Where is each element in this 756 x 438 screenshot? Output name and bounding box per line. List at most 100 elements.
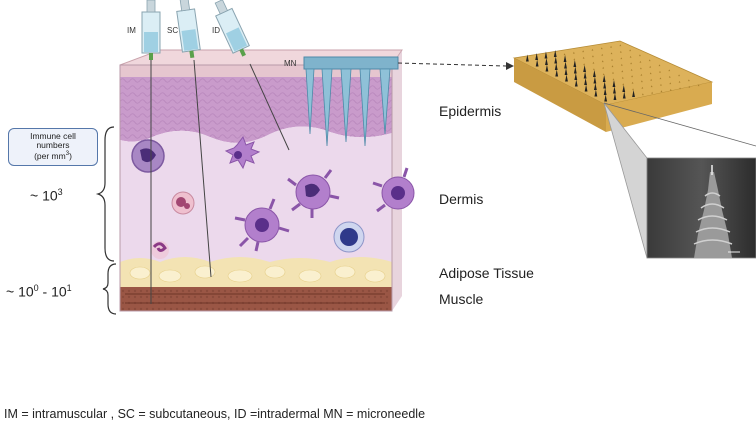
patch-needle [640,73,643,76]
patch-needle [612,78,615,81]
count-dermis: ~ 103 [30,187,63,204]
patch-needle [582,50,585,53]
patch-needle [565,74,568,82]
patch-needle [555,69,559,77]
immune-box-line3: (per mm3) [34,150,72,161]
patch-needle [651,91,654,94]
label-dermis: Dermis [439,191,484,207]
patch-needle [650,85,653,88]
patch-needle [660,83,662,86]
patch-needle [553,49,557,57]
patch-needle [678,80,681,83]
patch-needle [593,76,597,84]
label-muscle: Muscle [439,291,484,307]
arrow-to-patch [397,62,507,67]
patch-needle [602,73,605,76]
immune-cell-box: Immune cell numbers (per mm3) [8,128,98,166]
patch-needle [639,67,642,70]
patch-needle [640,80,643,83]
patch-needle [554,56,558,64]
count-lower: ~ 100 - 101 [6,283,72,300]
patch-needle [622,91,626,99]
dermis-layer [120,126,392,262]
patch-needle [631,75,633,78]
patch-needle [612,71,614,74]
patch-needle [602,74,606,82]
adipose-layer [120,257,392,287]
patch-needle [525,54,529,62]
patch-needle [583,71,587,79]
patch-needle [584,77,587,85]
patch-needle [622,83,625,86]
patch-needle [563,54,567,62]
label-epidermis: Epidermis [439,103,502,119]
patch-needle [603,81,607,89]
patch-needle [592,55,594,58]
patch-needle [669,82,672,85]
patch-needle [632,88,634,91]
patch-needle [611,65,614,68]
patch-needle [669,88,672,91]
patch-needle [584,84,588,92]
patch-needle [593,68,595,71]
patch-needle [554,62,558,70]
patch-needle [603,87,607,95]
patch-needle [649,72,652,75]
patch-needle [678,74,680,77]
patch-needle [593,69,596,77]
label-im: IM [127,26,136,35]
patch-needle [610,52,613,55]
patch-needle [622,84,626,92]
label-adipose: Adipose Tissue [439,265,534,281]
patch-needle [592,61,595,64]
patch-needle [601,60,604,63]
microneedle-patch-icon [512,40,714,132]
patch-needle [629,55,632,58]
patch-needle [660,90,663,93]
patch-needle [574,72,578,80]
patch-needle [611,58,613,61]
patch-needle [620,63,623,66]
patch-needle [620,57,623,60]
patch-needle [545,64,549,72]
patch-needle [564,67,568,75]
patch-needle [648,59,651,62]
patch-needle [594,89,598,97]
brace-lower [102,263,117,315]
footer-legend: IM = intramuscular , SC = subcutaneous, … [4,407,426,421]
patch-needle [649,65,652,68]
patch-needle [658,64,661,67]
label-mn: MN [284,59,297,68]
patch-needle [564,61,567,69]
patch-needle [659,77,662,80]
patch-needle [619,50,622,53]
patch-needle [563,53,566,56]
patch-needle [668,75,671,78]
patch-needle [535,52,539,60]
patch-needle [613,92,617,100]
patch-needle [600,47,603,50]
patch-needle [593,82,597,90]
patch-needle [659,70,661,73]
patch-needle [545,57,548,65]
patch-needle [679,87,681,90]
patch-needle [601,53,604,56]
patch-needle [639,60,642,63]
immune-box-line1: Immune cell [30,131,76,141]
patch-needle [572,51,575,54]
patch-needle [613,86,616,94]
patch-needle [621,76,624,79]
patch-needle [639,54,641,57]
patch-needle [621,70,624,73]
syringe-icon [141,0,290,304]
patch-needle [583,63,586,66]
patch-needle [697,84,700,87]
patch-needle [630,68,633,71]
patch-needle [632,89,635,97]
patch-needle [583,64,587,72]
patch-needle [631,81,634,84]
label-sc: SC [167,26,179,35]
label-id: ID [212,26,220,35]
